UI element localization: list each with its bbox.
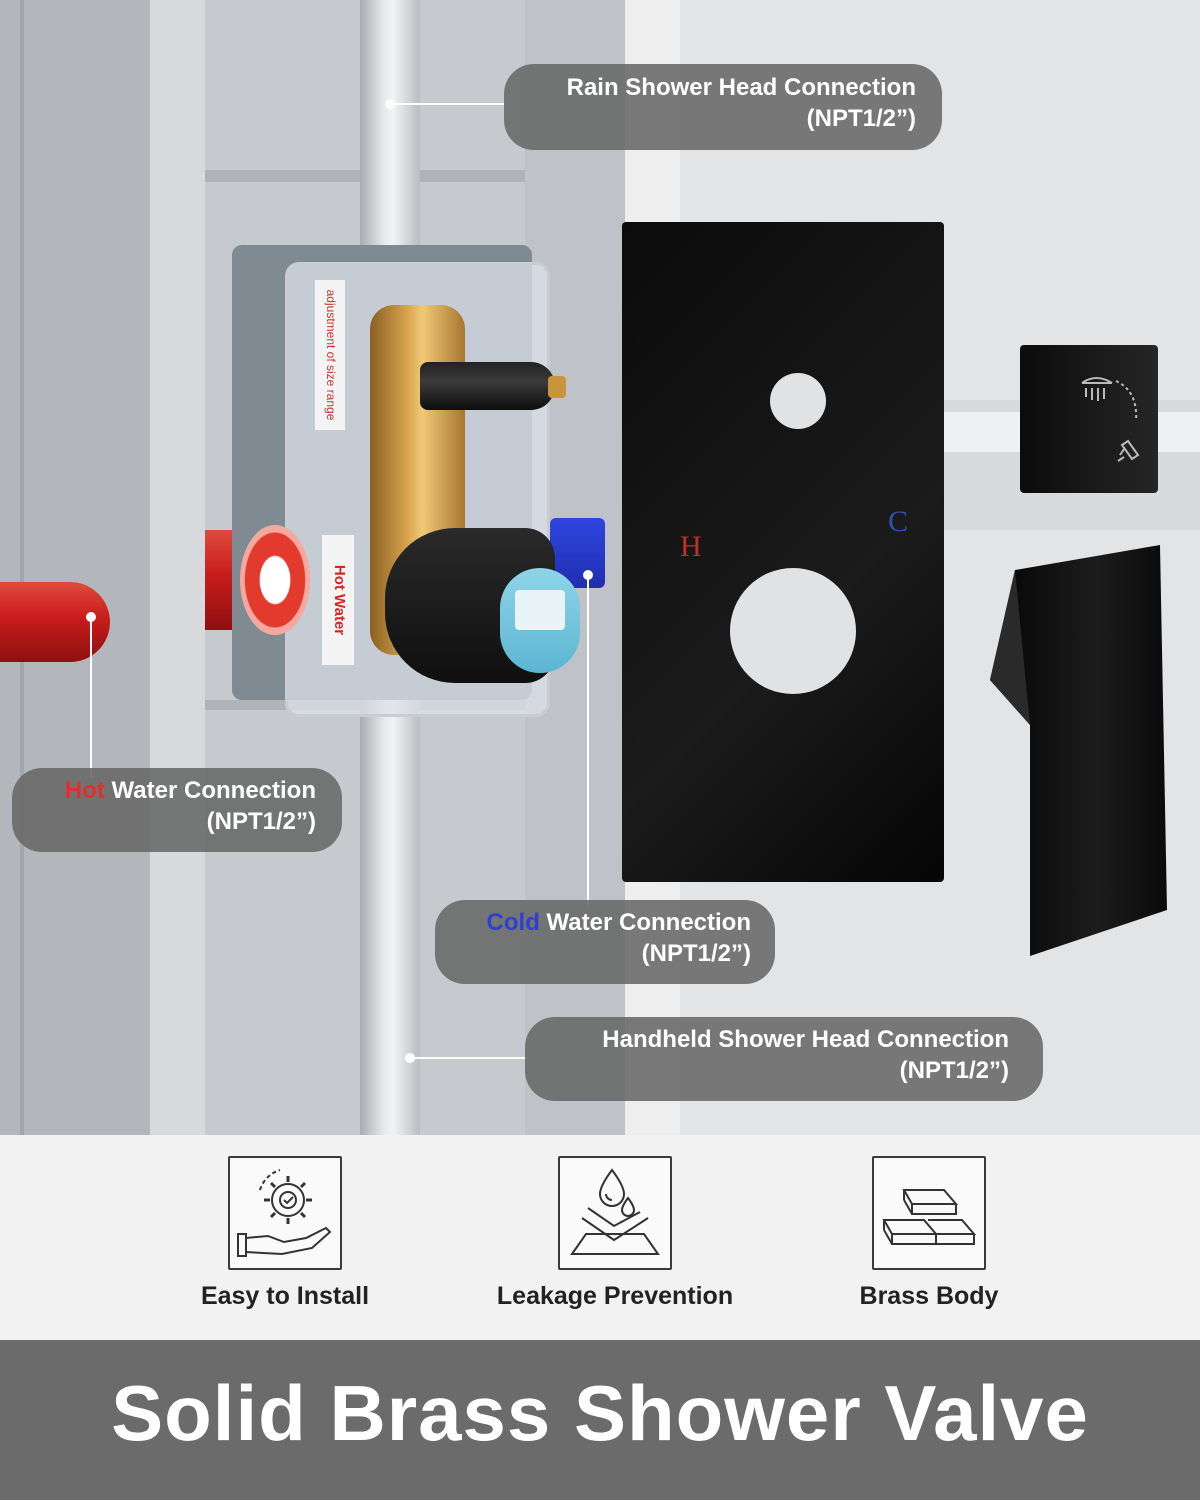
rain-callout-size: (NPT1/2”) [806, 105, 916, 132]
rain-callout-title: Rain Shower Head Connection [566, 74, 916, 101]
cold-callout-title: Cold Water Connection [455, 907, 751, 938]
hot-water-label: Hot Water [331, 564, 348, 636]
gear-hand-icon [237, 1169, 332, 1257]
hot-accent: Hot [64, 777, 105, 804]
hot-leader [90, 617, 92, 777]
features-strip: Easy to Install Leakage Prevention Brass… [0, 1135, 1200, 1340]
product-scene: adjustment of size range Hot Water H C [0, 0, 1200, 1135]
cold-callout-rest: Water Connection [539, 909, 751, 936]
banner-title: Solid Brass Shower Valve [111, 1369, 1089, 1457]
handheld-callout: Handheld Shower Head Connection (NPT1/2”… [525, 1017, 1043, 1101]
hot-callout-title: Hot Water Connection [32, 775, 316, 806]
diverter-knob [1020, 345, 1158, 493]
feature-brass-box [872, 1156, 986, 1270]
cold-accent: Cold [486, 909, 540, 936]
handheld-callout-size: (NPT1/2”) [899, 1057, 1009, 1084]
feature-brass-label: Brass Body [859, 1282, 999, 1310]
title-banner: Solid Brass Shower Valve [0, 1340, 1200, 1500]
box-side-label [315, 280, 345, 430]
hot-callout-size: (NPT1/2”) [206, 808, 316, 835]
cartridge-stem-tip [515, 590, 565, 630]
handheld-shower-icon [1117, 439, 1140, 462]
plate-valve-hole [730, 568, 856, 694]
cold-callout-size: (NPT1/2”) [641, 940, 751, 967]
rain-leader [390, 103, 505, 105]
plate-diverter-hole [770, 373, 826, 429]
cold-leader [587, 575, 589, 905]
gold-bars-icon [882, 1189, 977, 1245]
trim-plate [622, 222, 944, 882]
hot-water-pipe [0, 582, 110, 662]
diverter-spline [548, 376, 566, 398]
hot-water-fitting [240, 525, 310, 635]
plate-hot-mark: H [680, 530, 702, 563]
hot-water-label-plate [322, 535, 354, 665]
rain-callout: Rain Shower Head Connection (NPT1/2”) [504, 64, 942, 150]
water-drop-shield-icon [570, 1168, 660, 1255]
shower-head-icon [1081, 377, 1138, 422]
feature-easy-install-label: Easy to Install [200, 1282, 370, 1310]
diverter-icons [1081, 377, 1140, 462]
feature-leakage-box [558, 1156, 672, 1270]
diverter-stem [420, 362, 555, 410]
hot-callout-rest: Water Connection [104, 777, 316, 804]
feature-easy-install-box [228, 1156, 342, 1270]
box-side-label-text: adjustment of size range [324, 289, 338, 421]
cold-callout: Cold Water Connection (NPT1/2”) [435, 900, 775, 984]
feature-leakage-label: Leakage Prevention [496, 1282, 734, 1310]
plate-cold-mark: C [888, 505, 909, 538]
handheld-callout-title: Handheld Shower Head Connection [602, 1026, 1009, 1053]
handheld-leader [410, 1057, 528, 1059]
hot-callout: Hot Water Connection (NPT1/2”) [12, 768, 342, 852]
lever-handle [990, 545, 1167, 956]
